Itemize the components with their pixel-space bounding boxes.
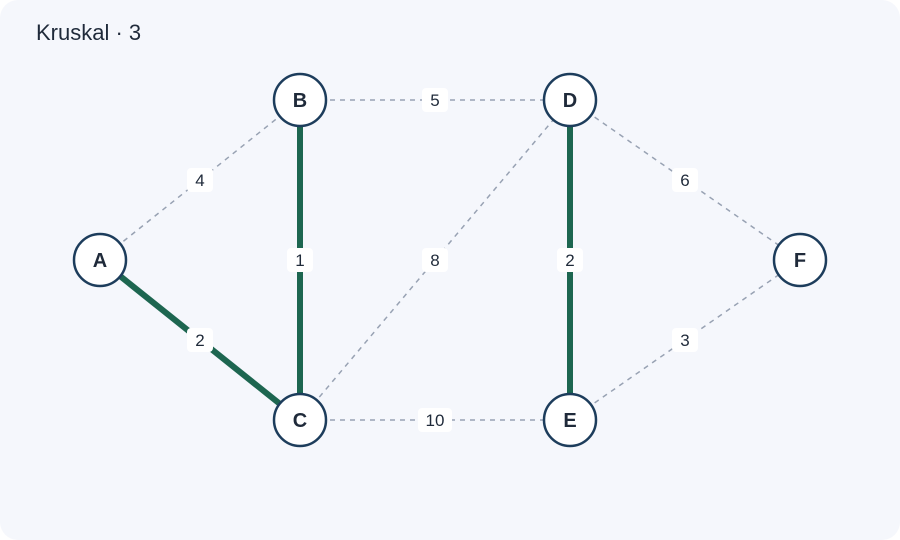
node-circle xyxy=(272,392,328,448)
node-label: E xyxy=(563,410,576,432)
edge-weight-bg xyxy=(187,168,213,192)
edge-weight-bg xyxy=(287,248,313,272)
node-b: B xyxy=(272,72,328,128)
edge-weight-label: 1 xyxy=(295,251,304,270)
edge-weight-label: 2 xyxy=(565,251,574,270)
node-circle xyxy=(542,72,598,128)
edge-weight-bg xyxy=(672,328,698,352)
node-c: C xyxy=(272,392,328,448)
node-circle xyxy=(72,232,128,288)
node-label: C xyxy=(293,410,307,432)
node-circle xyxy=(542,392,598,448)
edge-weight-label: 4 xyxy=(195,171,204,190)
node-circle xyxy=(772,232,828,288)
edge-weight-label: 2 xyxy=(195,331,204,350)
edges-layer xyxy=(98,99,801,423)
edge-weight-bg xyxy=(422,88,448,112)
edge-weight-bg xyxy=(187,328,213,352)
edge-weight-bg xyxy=(672,168,698,192)
edge-weight-label: 5 xyxy=(430,91,439,110)
edge-weight-label: 3 xyxy=(680,331,689,350)
node-d: D xyxy=(542,72,598,128)
edge-weight-bg xyxy=(422,248,448,272)
node-label: A xyxy=(93,250,107,272)
edge-weight-bg xyxy=(557,248,583,272)
edge-a-b xyxy=(99,99,301,261)
node-label: B xyxy=(293,90,307,112)
edge-weight-label: 10 xyxy=(426,411,445,430)
edge-weight-label: 8 xyxy=(430,251,439,270)
nodes-layer: A B C D E F xyxy=(72,72,828,448)
node-label: D xyxy=(563,90,577,112)
node-e: E xyxy=(542,392,598,448)
edge-labels-layer: 4 2 1 5 8 10 2 6 3 xyxy=(187,88,698,432)
diagram-title: Kruskal · 3 xyxy=(36,20,142,45)
node-f: F xyxy=(772,232,828,288)
node-a: A xyxy=(72,232,128,288)
edge-weight-label: 6 xyxy=(680,171,689,190)
node-circle xyxy=(272,72,328,128)
node-label: F xyxy=(794,250,806,272)
edge-weight-bg xyxy=(418,408,452,432)
